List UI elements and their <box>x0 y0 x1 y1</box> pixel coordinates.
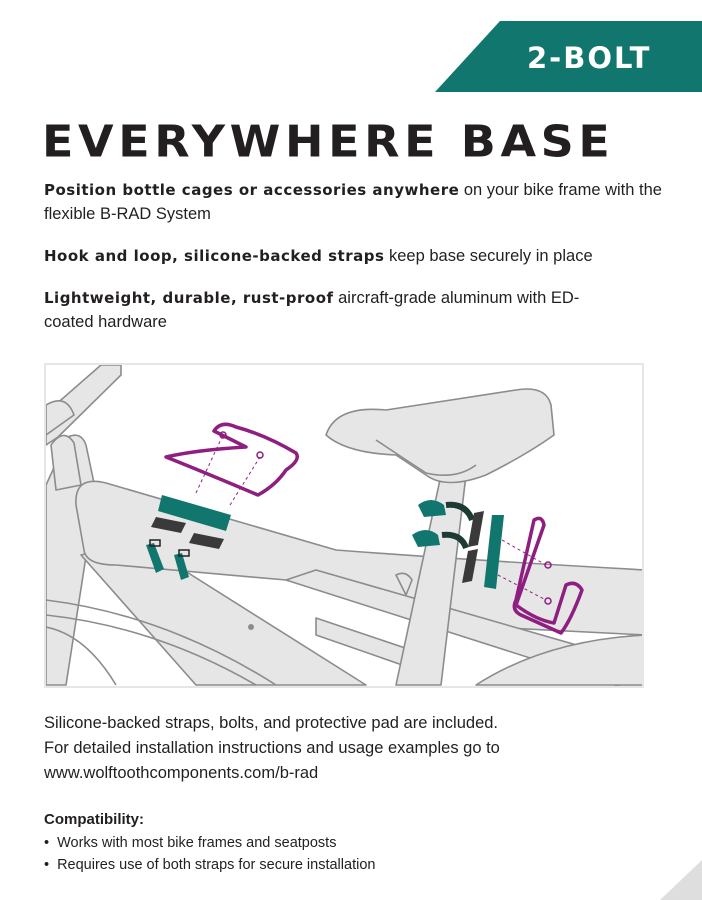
compatibility-heading: Compatibility: <box>44 811 144 828</box>
list-item: Works with most bike frames and seatpost… <box>44 832 375 854</box>
feature-text: aircraft-grade aluminum with ED-coated h… <box>44 289 580 331</box>
bolt-banner-label: 2-BOLT <box>527 41 652 75</box>
page-corner-decoration <box>660 860 702 900</box>
feature-bold: Position bottle cages or accessories any… <box>44 181 460 199</box>
feature-text: on your bike frame with the flexible B-R… <box>44 181 662 223</box>
included-line-2: For detailed installation instructions a… <box>44 739 500 757</box>
feature-position: Position bottle cages or accessories any… <box>44 178 674 226</box>
feature-text: keep base securely in place <box>384 247 593 265</box>
included-items-text: Silicone-backed straps, bolts, and prote… <box>44 711 644 786</box>
installation-illustration <box>44 363 644 688</box>
bike-exploded-view-image <box>46 365 642 686</box>
list-item: Requires use of both straps for secure i… <box>44 854 375 876</box>
top-tube-mount <box>146 422 299 580</box>
seat-post-mount <box>412 500 584 635</box>
included-line-1: Silicone-backed straps, bolts, and prote… <box>44 714 499 732</box>
compatibility-list: Works with most bike frames and seatpost… <box>44 832 375 876</box>
feature-straps: Hook and loop, silicone-backed straps ke… <box>44 244 674 268</box>
feature-lightweight: Lightweight, durable, rust-proof aircraf… <box>44 286 624 334</box>
feature-bold: Lightweight, durable, rust-proof <box>44 289 334 307</box>
feature-bold: Hook and loop, silicone-backed straps <box>44 247 385 265</box>
product-title: EVERYWHERE BASE <box>42 115 615 168</box>
instructions-url[interactable]: www.wolftoothcomponents.com/b-rad <box>44 764 319 782</box>
